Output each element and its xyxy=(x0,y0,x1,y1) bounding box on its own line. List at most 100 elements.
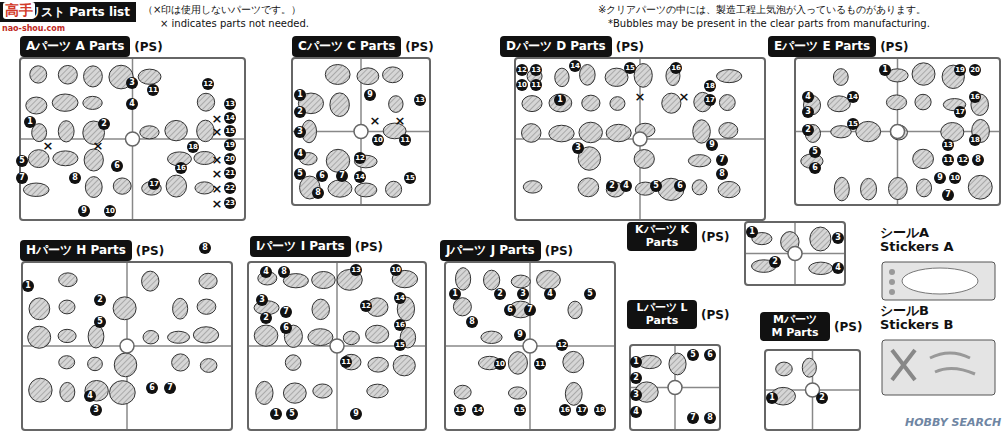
parts-tag: Mパーツ M Parts xyxy=(760,312,830,341)
material-label: (PS) xyxy=(405,40,433,54)
callout-number: 16 xyxy=(175,162,187,174)
sprue-frame xyxy=(445,262,615,430)
callout-number: 17 xyxy=(954,106,966,118)
unused-mark: × xyxy=(43,139,54,152)
callout-number: 10 xyxy=(494,358,506,370)
panel-header: Lパーツ L Parts (PS) xyxy=(627,300,739,329)
callout-number: 9 xyxy=(78,205,90,217)
panel-header: Eパーツ E Parts(PS) xyxy=(768,36,1004,57)
callout-number: 6 xyxy=(111,160,123,172)
callout-number: 13 xyxy=(350,264,362,276)
callout-number: 7 xyxy=(164,382,176,394)
unused-mark: × xyxy=(395,114,406,127)
sprue-frame xyxy=(795,58,1000,205)
sticker-title: シールB Stickers B xyxy=(880,304,990,333)
callout-number: 1 xyxy=(746,226,758,238)
callout-number: 10 xyxy=(949,172,961,184)
callout-number: 5 xyxy=(16,155,28,167)
parts-panel: Eパーツ E Parts(PS) xyxy=(768,36,1004,208)
callout-number: 7 xyxy=(280,306,292,318)
callout-number: 5 xyxy=(809,146,821,158)
sprue-frame xyxy=(20,58,245,220)
callout-number: 13 xyxy=(224,98,236,110)
panel-header: Iパーツ I Parts (PS) xyxy=(250,236,432,257)
material-label: (PS) xyxy=(355,240,383,254)
callout-number: 18 xyxy=(187,141,199,153)
callout-number: 19 xyxy=(224,139,236,151)
callout-number: 11 xyxy=(942,154,954,166)
callout-number: 15 xyxy=(224,125,236,137)
callout-number: 7 xyxy=(687,412,699,424)
callout-number: 11 xyxy=(399,134,411,146)
callout-number: 1 xyxy=(270,408,282,420)
callout-number: 1 xyxy=(294,89,306,101)
parts-panel: Jパーツ J Parts(PS) xyxy=(440,240,620,432)
callout-number: 2 xyxy=(630,372,642,384)
callout-number: 1 xyxy=(554,94,566,106)
callout-number: 3 xyxy=(517,288,529,300)
callout-number: 11 xyxy=(530,79,542,91)
parts-tag: Lパーツ L Parts xyxy=(627,300,697,329)
callout-number: 3 xyxy=(294,126,306,138)
callout-number: 2 xyxy=(816,392,828,404)
callout-number: 5 xyxy=(650,180,662,192)
callout-number: 3 xyxy=(802,106,814,118)
panel-header: Mパーツ M Parts (PS) xyxy=(760,312,872,341)
sticker-title: シールA Stickers A xyxy=(880,226,990,255)
sprue-frame xyxy=(630,345,720,430)
callout-number: 3 xyxy=(630,389,642,401)
callout-number: 7 xyxy=(16,172,28,184)
callout-number: 5 xyxy=(584,288,596,300)
callout-number: 13 xyxy=(530,64,542,76)
callout-number: 6 xyxy=(504,304,516,316)
sticker-sheet xyxy=(882,340,995,395)
callout-number: 9 xyxy=(350,408,362,420)
unused-mark: × xyxy=(212,125,223,138)
callout-number: 14 xyxy=(224,112,236,124)
callout-number: 3 xyxy=(126,77,138,89)
callout-number: 14 xyxy=(354,171,366,183)
callout-number: 17 xyxy=(704,94,716,106)
callout-number: 4 xyxy=(84,390,96,402)
sprue-frame xyxy=(292,58,430,205)
callout-number: 9 xyxy=(934,172,946,184)
parts-panel: Mパーツ M Parts (PS) xyxy=(760,312,872,432)
unused-mark: × xyxy=(93,139,104,152)
parts-tag: Jパーツ J Parts xyxy=(440,240,541,261)
panel-header: Cパーツ C Parts(PS) xyxy=(292,36,434,57)
callout-number: 6 xyxy=(809,162,821,174)
parts-panel: Iパーツ I Parts (PS) xyxy=(250,236,432,432)
callout-number: 6 xyxy=(674,180,686,192)
material-label: (PS) xyxy=(134,40,162,54)
callout-number: 2 xyxy=(294,106,306,118)
callout-number: 4 xyxy=(260,266,272,278)
callout-number: 1 xyxy=(879,64,891,76)
sticker-sheet: シールB Stickers B xyxy=(880,304,1000,398)
panel-header: Kパーツ K Parts(PS) xyxy=(627,222,747,251)
callout-number: 6 xyxy=(280,322,292,334)
callout-number: 16 xyxy=(394,319,406,331)
callout-number: 3 xyxy=(832,232,844,244)
callout-number: 3 xyxy=(256,294,268,306)
material-label: (PS) xyxy=(834,320,862,334)
callout-number: 5 xyxy=(286,408,298,420)
panel-header: Dパーツ D Parts(PS) xyxy=(500,36,770,57)
callout-number: 13 xyxy=(414,94,426,106)
callout-number: 14 xyxy=(394,292,406,304)
material-label: (PS) xyxy=(701,308,729,322)
callout-number: 2 xyxy=(769,256,781,268)
material-label: (PS) xyxy=(616,40,644,54)
callout-number: 20 xyxy=(969,64,981,76)
callout-number: 10 xyxy=(390,264,402,276)
callout-number: 14 xyxy=(569,60,581,72)
unused-mark: × xyxy=(370,114,381,127)
unused-mark: × xyxy=(212,167,223,180)
unused-mark: × xyxy=(212,197,223,210)
parts-panel: Lパーツ L Parts (PS) xyxy=(627,300,739,432)
callout-number: 4 xyxy=(620,180,632,192)
callout-number: 8 xyxy=(278,266,290,278)
parts-tag: Iパーツ I Parts xyxy=(250,236,351,257)
callout-number: 8 xyxy=(466,316,478,328)
callout-number: 12 xyxy=(354,152,366,164)
sprue-frame xyxy=(515,58,765,220)
